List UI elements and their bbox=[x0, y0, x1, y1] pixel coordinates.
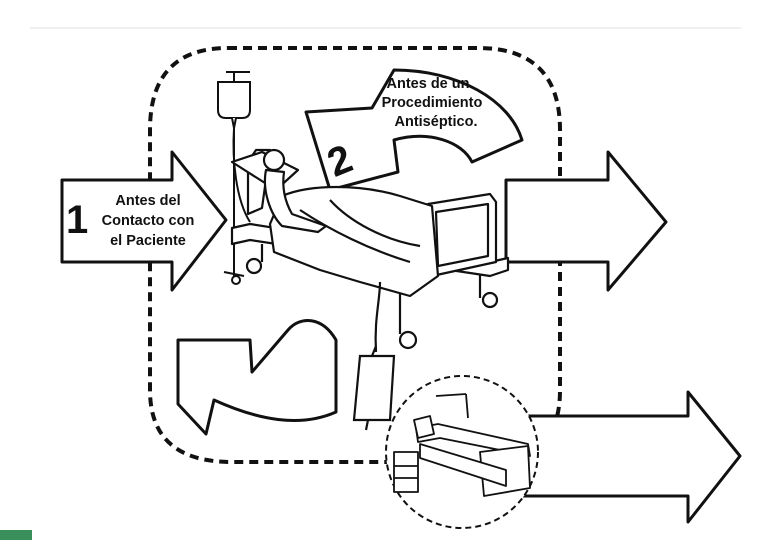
moment-1-label-line-1: Antes del bbox=[115, 193, 180, 209]
moment-1-label-line-3: el Paciente bbox=[110, 233, 186, 249]
moment-2-arrow bbox=[304, 68, 524, 192]
iv-drip-icon bbox=[217, 71, 251, 285]
moment-5-arrow bbox=[518, 390, 742, 524]
moment-3-arrow bbox=[176, 319, 338, 436]
patient-bed-icon bbox=[230, 148, 510, 353]
urine-drainage-bag-icon bbox=[352, 345, 396, 431]
moment-1-arrow bbox=[60, 150, 228, 292]
moment-1-label-line-2: Contacto con bbox=[102, 213, 195, 229]
moment-2-label-line-1: Antes de un bbox=[387, 76, 470, 92]
moment-4-arrow bbox=[504, 150, 668, 292]
moment-1-number: 1 bbox=[66, 198, 88, 242]
empty-bed-icon bbox=[393, 393, 531, 497]
moment-2-label-line-2: Procedimiento bbox=[382, 95, 483, 111]
moment-2-label-line-3: Antiséptico. bbox=[395, 114, 478, 130]
accent-bar bbox=[0, 530, 32, 540]
